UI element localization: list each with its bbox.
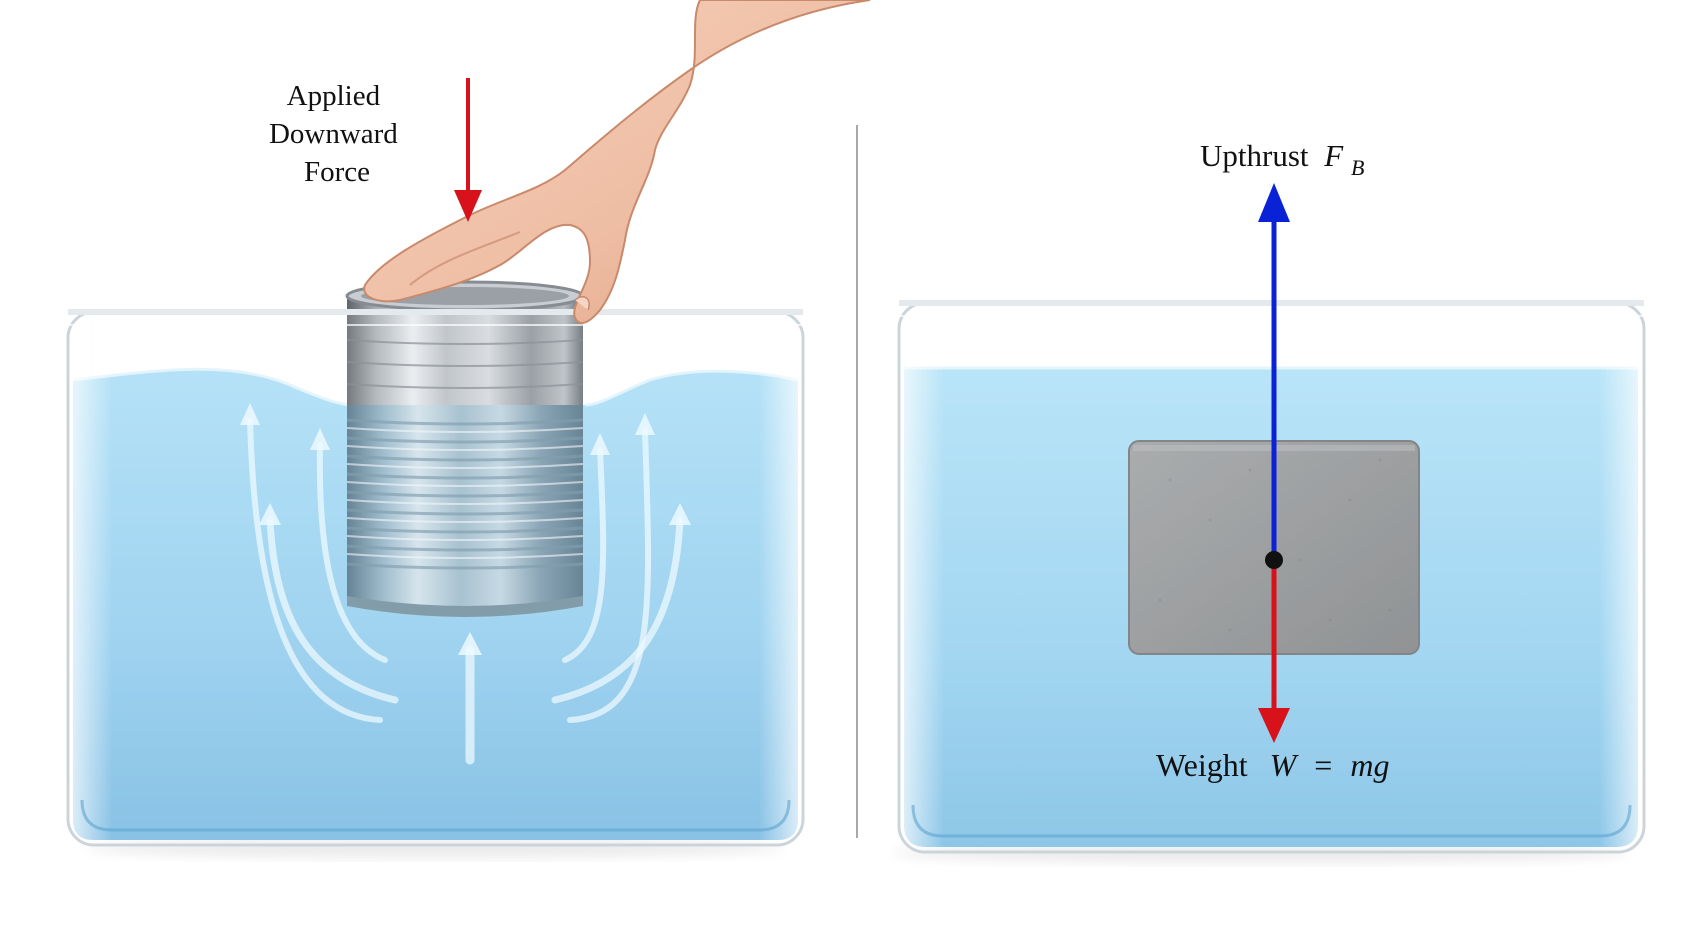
hand-icon bbox=[363, 0, 871, 325]
left-panel: Applied Downward Force bbox=[66, 0, 871, 858]
arrowhead-down-icon bbox=[454, 190, 482, 222]
weight-label: Weight W = mg bbox=[1156, 747, 1389, 783]
right-panel: Upthrust F B Weight W = mg bbox=[890, 138, 1646, 863]
weight-arrow bbox=[1258, 560, 1290, 743]
upthrust-label: Upthrust F B bbox=[1200, 138, 1364, 180]
arrowhead-down-icon bbox=[1258, 708, 1290, 743]
applied-force-label: Applied Downward Force bbox=[269, 80, 405, 188]
upthrust-arrow bbox=[1258, 183, 1290, 560]
water-tank-icon bbox=[66, 309, 805, 847]
applied-force-arrow bbox=[454, 78, 482, 222]
center-of-mass-dot bbox=[1265, 551, 1283, 569]
arrowhead-up-icon bbox=[1258, 183, 1290, 222]
